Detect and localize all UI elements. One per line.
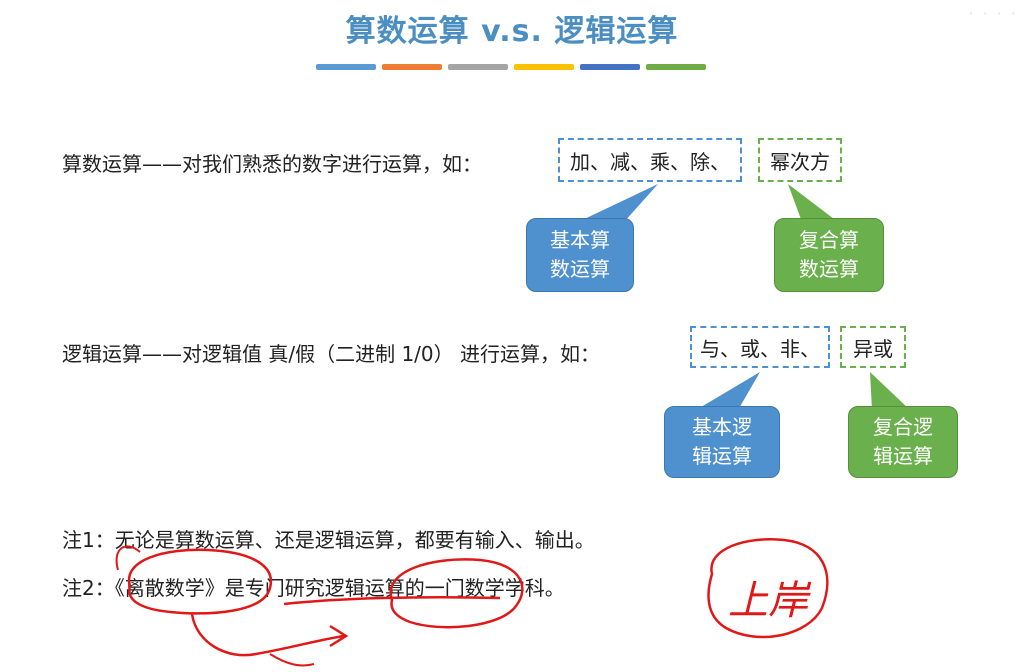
arith-basic-bubble: 基本算 数运算 <box>526 218 634 292</box>
arith-basic-bubble-tail <box>578 184 658 222</box>
divider-bar-2 <box>382 64 442 70</box>
arrow-tail-stroke <box>269 653 315 667</box>
arith-compound-bubble: 复合算 数运算 <box>774 218 884 292</box>
bubble-line: 辑运算 <box>692 444 752 468</box>
divider-bar-6 <box>646 64 706 70</box>
watermark: · · · · <box>968 4 1018 23</box>
bubble-line: 基本算 <box>550 228 610 252</box>
divider-bar-4 <box>514 64 574 70</box>
bubble-line: 基本逻 <box>692 415 752 439</box>
note-2: 注2：《离散数学》是专门研究逻辑运算的一门数学学科。 <box>62 576 565 600</box>
divider-bar-1 <box>316 64 376 70</box>
arith-basic-ops-box: 加、减、乘、除、 <box>558 138 742 182</box>
divider-bar-5 <box>580 64 640 70</box>
note-1: 注1：无论是算数运算、还是逻辑运算，都要有输入、输出。 <box>62 528 595 552</box>
slide-title: 算数运算 v.s. 逻辑运算 <box>345 14 679 49</box>
bubble-line: 复合逻 <box>873 415 933 439</box>
connector-arrow-line <box>190 613 345 657</box>
logic-compound-ops-box: 异或 <box>840 326 906 368</box>
arith-compound-bubble-tail <box>788 184 838 222</box>
logic-compound-bubble: 复合逻 辑运算 <box>848 406 958 478</box>
logic-basic-bubble-tail <box>696 372 760 410</box>
handwriting-circle <box>707 538 829 639</box>
logic-definition: 逻辑运算——对逻辑值 真/假（二进制 1/0） 进行运算，如： <box>62 342 600 366</box>
bubble-line: 复合算 <box>799 228 859 252</box>
handwriting-text: 上岸 <box>728 578 812 624</box>
logic-basic-ops-box: 与、或、非、 <box>690 326 830 368</box>
arith-definition: 算数运算——对我们熟悉的数字进行运算，如： <box>62 152 482 176</box>
logic-basic-bubble: 基本逻 辑运算 <box>664 406 780 478</box>
bubble-line: 数运算 <box>799 257 859 281</box>
arrow-head <box>329 624 349 648</box>
bubble-line: 辑运算 <box>873 444 933 468</box>
bubble-line: 数运算 <box>550 257 610 281</box>
divider-bar-3 <box>448 64 508 70</box>
logic-compound-bubble-tail <box>870 372 910 410</box>
arith-compound-ops-box: 幂次方 <box>758 138 842 182</box>
